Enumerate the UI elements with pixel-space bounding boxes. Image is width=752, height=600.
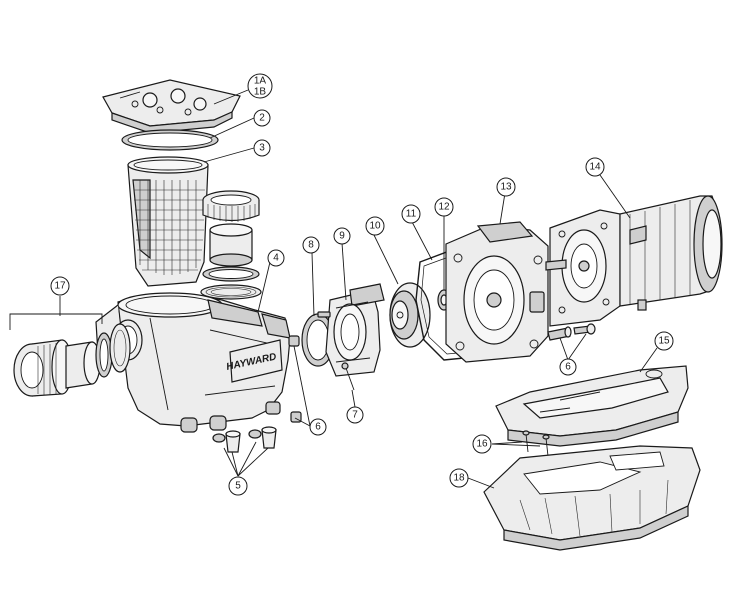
callout-label-6-right: 6 [565, 362, 571, 373]
callout-12: 12 [434, 197, 454, 217]
callout-11: 11 [401, 204, 421, 224]
callout-label-10: 10 [369, 221, 381, 232]
callout-3: 3 [253, 139, 271, 157]
callout-13: 13 [496, 177, 516, 197]
part-drain-plugs [212, 426, 277, 453]
callout-17: 17 [50, 276, 70, 296]
callout-16: 16 [472, 434, 492, 454]
callout-4: 4 [267, 249, 285, 267]
callout-label-16: 16 [476, 439, 488, 450]
callout-label-2: 2 [259, 113, 265, 124]
part-diffuser [317, 283, 385, 377]
callout-label-6-left: 6 [315, 422, 321, 433]
callout-5: 5 [228, 476, 248, 496]
part-impeller [389, 282, 431, 348]
callout-6-right: 6 [559, 358, 577, 376]
callout-9: 9 [333, 227, 351, 245]
callout-label-5: 5 [235, 481, 241, 492]
part-inlet-union [13, 323, 131, 397]
part-motor-support [495, 365, 689, 447]
part-seal-plate [445, 221, 549, 363]
leader-lines [9, 89, 658, 489]
part-strainer-basket [127, 156, 209, 287]
part-motor [545, 195, 723, 327]
callout-label-11: 11 [406, 209, 417, 220]
part-lid-oring [121, 129, 219, 151]
callout-18: 18 [449, 468, 469, 488]
callout-label-18: 18 [453, 473, 465, 484]
callout-label-1a: 1A [254, 76, 267, 87]
callout-label-1b: 1B [254, 87, 267, 98]
callout-label-4: 4 [273, 253, 279, 264]
callout-1a-1b: 1A 1B [247, 73, 273, 99]
callout-label-3: 3 [259, 143, 265, 154]
callout-6-left: 6 [309, 418, 327, 436]
part-support-screws [522, 430, 550, 457]
callout-label-17: 17 [54, 281, 66, 292]
part-lid [102, 79, 241, 134]
callout-label-7: 7 [352, 410, 358, 421]
part-mounting-bolts [547, 323, 596, 341]
callout-label-13: 13 [500, 182, 512, 193]
callout-label-15: 15 [658, 336, 670, 347]
callout-label-12: 12 [438, 202, 450, 213]
callout-14: 14 [585, 157, 605, 177]
part-pump-base [483, 445, 701, 551]
callout-label-14: 14 [589, 162, 601, 173]
callout-2: 2 [253, 109, 271, 127]
callout-10: 10 [365, 216, 385, 236]
part-outlet-union-stack [200, 190, 262, 300]
callout-15: 15 [654, 331, 674, 351]
callout-label-9: 9 [339, 231, 345, 242]
callout-8: 8 [302, 236, 320, 254]
callout-label-8: 8 [308, 240, 314, 251]
callout-7: 7 [346, 406, 364, 424]
part-diffuser-screw [341, 362, 355, 391]
